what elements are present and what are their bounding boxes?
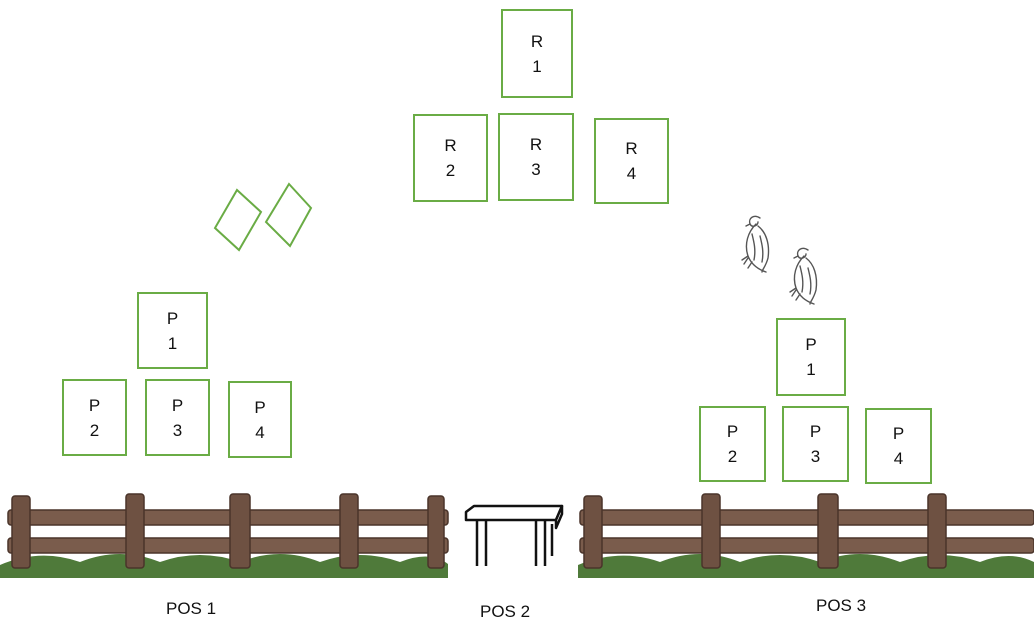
box-right-p2: P 2 [699, 406, 766, 482]
box-right-p1: P 1 [776, 318, 846, 396]
box-left-p4: P 4 [228, 381, 292, 458]
box-r3: R 3 [498, 113, 574, 201]
box-r2: R 2 [413, 114, 488, 202]
box-r4: R 4 [594, 118, 669, 204]
box-right-p3: P 3 [782, 406, 849, 482]
pos1-label: POS 1 [166, 599, 217, 618]
box-left-p2: P 2 [62, 379, 127, 456]
wooden-fence-icon [578, 493, 1034, 578]
pos2-label: POS 2 [480, 602, 531, 621]
box-left-p1: P 1 [137, 292, 208, 369]
box-right-p4: P 4 [865, 408, 932, 484]
tilted-square-icon [213, 182, 313, 252]
wooden-fence-icon [0, 493, 449, 578]
table-icon [464, 504, 564, 566]
vulture-icon [741, 215, 818, 305]
box-left-p3: P 3 [145, 379, 210, 456]
box-r1: R 1 [501, 9, 573, 98]
pos3-label: POS 3 [816, 596, 867, 615]
